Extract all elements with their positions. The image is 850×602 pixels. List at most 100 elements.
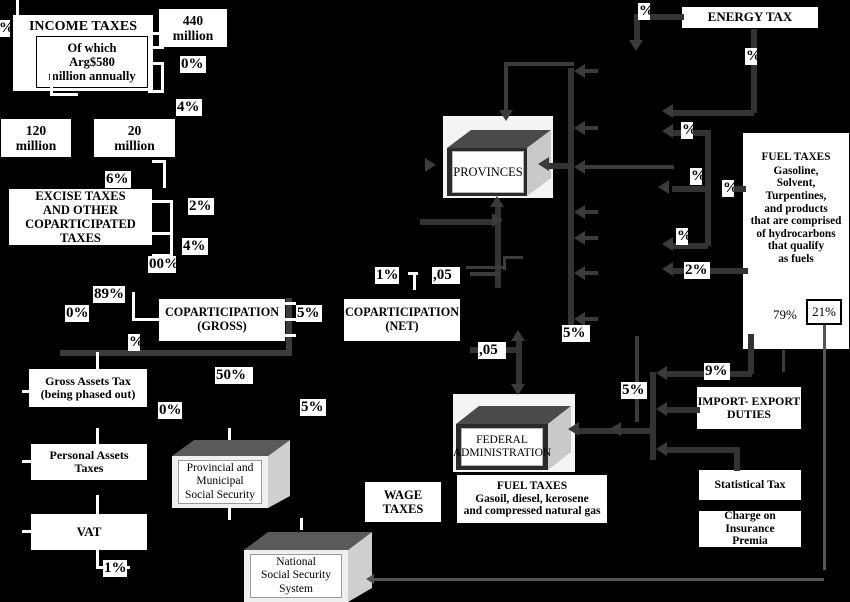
provinces-left-arrow xyxy=(425,158,436,172)
excise-conn-top xyxy=(152,160,166,163)
trunk-arrow-1 xyxy=(574,64,585,78)
charge-insurance-line-2: Premia xyxy=(732,535,768,548)
fed-right-feed-arrow xyxy=(568,422,579,436)
trunk-arrow-6 xyxy=(574,266,585,280)
amount-120-line-1: 120 xyxy=(25,122,47,138)
national-ss-line-2: Social Security xyxy=(261,569,331,582)
income-conn-3 xyxy=(148,46,164,49)
copart-to-provinces-h xyxy=(420,219,498,225)
duties-5-v xyxy=(635,336,639,422)
label-import-29: 9% xyxy=(704,363,730,380)
federal-admin-line-1: FEDERAL xyxy=(476,433,528,446)
provinces-top-feed-line xyxy=(504,62,508,114)
excise-conn-right2 xyxy=(152,232,172,235)
label-net-05: ,05 xyxy=(432,267,460,284)
label-gross-65: 5% xyxy=(296,305,322,322)
income-conn-2 xyxy=(161,32,164,48)
duties-5-h xyxy=(620,428,656,434)
copart-gross-feed-v xyxy=(132,292,135,320)
label-income-to-440: 0% xyxy=(180,56,206,73)
trunk-stub-7 xyxy=(584,317,598,321)
duties-stub-3-v xyxy=(734,447,740,471)
node-import-export-duties: IMPORT- EXPORT DUTIES xyxy=(696,386,802,430)
trunk-stub-4 xyxy=(584,210,598,214)
copart-gross-line-1: COPARTICIPATION xyxy=(165,305,279,320)
amount-440-line-2: million xyxy=(172,28,214,43)
node-federal-administration: FEDERAL ADMINISTRATION xyxy=(453,394,575,472)
duties-arrow-2 xyxy=(656,402,667,416)
federal-administration-face: FEDERAL ADMINISTRATION xyxy=(453,428,551,466)
trunk-to-provinces xyxy=(548,163,572,169)
node-coparticipation-net: COPARTICIPATION (NET) xyxy=(343,298,461,342)
income-conn-1 xyxy=(148,32,164,35)
label-provinces-col-65: 5% xyxy=(562,325,590,342)
fuel-right-line-3: Solvent, xyxy=(776,177,816,190)
excise-conn-right xyxy=(152,200,172,203)
label-excise-2: 2% xyxy=(188,198,214,215)
fuel-right-line-9: as fuels xyxy=(778,253,814,266)
energy-tax-label: ENERGY TAX xyxy=(707,9,793,25)
natl-ss-feed-top xyxy=(300,518,303,530)
node-personal-assets-taxes: Personal Assets Taxes xyxy=(30,443,148,481)
gross-right-stub-3 xyxy=(284,334,296,337)
copart-to-provinces-h-arrow xyxy=(492,213,503,227)
trunk-stub-3 xyxy=(584,165,674,169)
gross-assets-feed xyxy=(96,352,99,370)
label-excise-56: 6% xyxy=(105,171,131,188)
copart-net-line-1: COPARTICIPATION xyxy=(345,305,459,320)
fuel-79-down xyxy=(782,350,785,372)
provinces-right-trunk xyxy=(568,68,574,340)
amount-20-line-1: 20 xyxy=(127,122,142,138)
bottom-long-arrow-head xyxy=(366,574,374,584)
node-amount-440-million: 440 million xyxy=(158,8,228,48)
label-copart-89: 89% xyxy=(93,286,125,303)
income-left-stub-v xyxy=(50,58,53,96)
personal-assets-left xyxy=(22,460,32,463)
provinces-label: PROVINCES xyxy=(453,164,523,179)
node-gross-assets-tax: Gross Assets Tax (being phased out) xyxy=(28,368,148,408)
trunk-arrow-3 xyxy=(574,160,585,174)
income-conn-5 xyxy=(161,62,164,92)
fuel-right-line-8: that qualify xyxy=(767,240,825,253)
income-taxes-title: INCOME TAXES xyxy=(28,19,137,34)
import-export-line-1: IMPORT- EXPORT xyxy=(697,393,801,408)
income-inner-line-1: Of which xyxy=(67,41,117,55)
node-amount-20-million: 20 million xyxy=(93,118,176,158)
node-provinces: PROVINCES xyxy=(443,116,553,198)
node-provincial-municipal-social-security: Provincial and Municipal Social Security xyxy=(172,438,290,508)
label-right-5: 5% xyxy=(300,399,326,416)
prov-mun-ss-feed-top xyxy=(228,428,231,440)
label-fuel-r1: % xyxy=(681,122,693,139)
label-fuel-2: 2% xyxy=(684,262,710,279)
copart-gross-line-2: (GROSS) xyxy=(197,319,247,333)
vat-left xyxy=(22,530,32,533)
label-income-share-4: 4% xyxy=(176,99,202,116)
trunk-arrow-2 xyxy=(574,121,585,135)
energy-down-arrow xyxy=(662,104,673,118)
trunk-arrow-4 xyxy=(574,205,585,219)
gross-right-stub-1 xyxy=(284,302,296,305)
copart-net-dash xyxy=(480,272,494,276)
label-gross-assets-100: 0% xyxy=(158,402,182,419)
energy-left-h xyxy=(634,14,684,20)
trunk-stub-5 xyxy=(584,236,598,240)
charge-insurance-line-1: Charge on Insurance xyxy=(724,509,776,535)
amount-120-line-2: million xyxy=(15,138,57,153)
import-export-line-2: DUTIES xyxy=(727,407,771,421)
label-duties-5: 5% xyxy=(621,382,647,399)
fuel-share-21-label: 21% xyxy=(812,303,836,319)
net-top-connector-h2 xyxy=(503,256,523,259)
excise-line-1: EXCISE TAXES xyxy=(35,189,126,203)
income-left-stub-h xyxy=(50,58,70,61)
trunk-stub-1 xyxy=(584,69,598,73)
fuel-bottom-line-3: and compressed natural gas xyxy=(463,505,601,518)
label-fuel-r4: % xyxy=(676,228,688,245)
fuel-share-79-label: 79% xyxy=(772,306,798,323)
prov-mun-ss-feed-bottom xyxy=(228,506,231,520)
node-vat: VAT xyxy=(30,513,148,551)
fuel-bottom-line-2: Gasoil, diesel, kerosene xyxy=(475,492,589,505)
income-conn-4 xyxy=(148,62,164,65)
duties-stub-3 xyxy=(666,447,738,453)
fuel-box-feed-2 xyxy=(706,268,748,274)
